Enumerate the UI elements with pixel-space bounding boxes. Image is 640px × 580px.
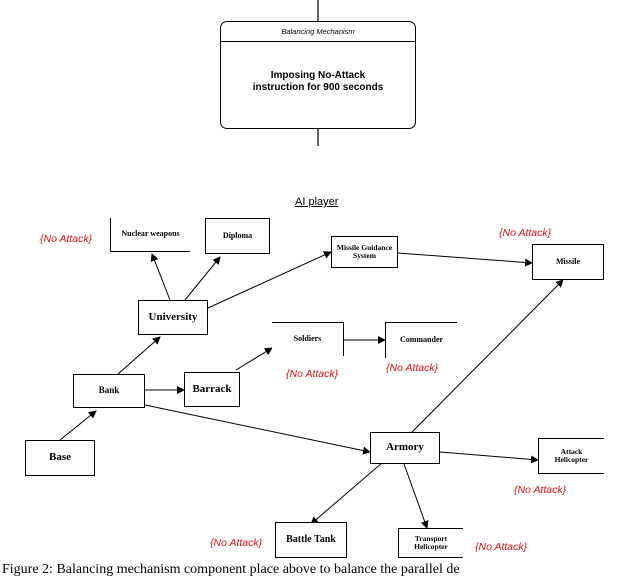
- no-attack-label-soldiers: {No Attack}: [286, 368, 339, 380]
- node-battle-tank: Battle Tank: [275, 522, 347, 558]
- node-commander: Commander: [385, 322, 457, 358]
- edge-armory-missile: [411, 279, 564, 433]
- edge-armory-battle-tank: [310, 461, 384, 525]
- node-missile: Missile: [532, 244, 604, 280]
- no-attack-label-battle-tank: {No Attack}: [210, 537, 263, 549]
- no-attack-label-nuclear: {No Attack}: [40, 233, 93, 245]
- no-attack-label-commander: {No Attack}: [386, 362, 439, 374]
- edge-guidance-missile: [397, 252, 533, 267]
- diagram-title: AI player: [295, 196, 339, 208]
- edge-bank-armory: [144, 404, 371, 455]
- node-diploma: Diploma: [205, 218, 270, 254]
- node-bank: Bank: [73, 374, 145, 408]
- node-missile-guidance: Missile Guidance System: [331, 236, 398, 268]
- balancing-mechanism-box: Balancing Mechanism Imposing No-Attack i…: [220, 21, 416, 129]
- node-barrack: Barrack: [184, 372, 240, 407]
- node-armory: Armory: [370, 432, 440, 464]
- node-base: Base: [25, 440, 95, 476]
- edge-university-guidance: [207, 251, 332, 309]
- node-soldiers: Soldiers: [272, 322, 344, 356]
- node-nuclear-weapons: Nuclear weapons: [110, 218, 190, 252]
- no-attack-label-missile: {No Attack}: [499, 227, 552, 239]
- no-attack-label-transport-helicopter: {No Attack}: [475, 541, 528, 553]
- edge-barrack-soldiers: [235, 347, 273, 371]
- balancing-mechanism-text: Imposing No-Attack instruction for 900 s…: [252, 70, 384, 93]
- no-attack-label-attack-helicopter: {No Attack}: [514, 484, 567, 496]
- node-university: University: [138, 300, 208, 335]
- edge-university-nuclear: [150, 253, 171, 301]
- edge-university-diploma: [184, 256, 221, 301]
- edge-armory-transport-heli: [403, 463, 429, 529]
- node-attack-helicopter: Attack Helicopter: [538, 438, 604, 474]
- edge-base-bank: [59, 410, 97, 441]
- edge-bank-university: [117, 336, 161, 375]
- node-transport-helicopter: Transport Helicopter: [398, 528, 463, 558]
- figure-caption: Figure 2: Balancing mechanism component …: [2, 562, 460, 577]
- balancing-mechanism-title: Balancing Mechanism: [221, 22, 415, 42]
- edge-armory-attack-heli: [439, 451, 539, 464]
